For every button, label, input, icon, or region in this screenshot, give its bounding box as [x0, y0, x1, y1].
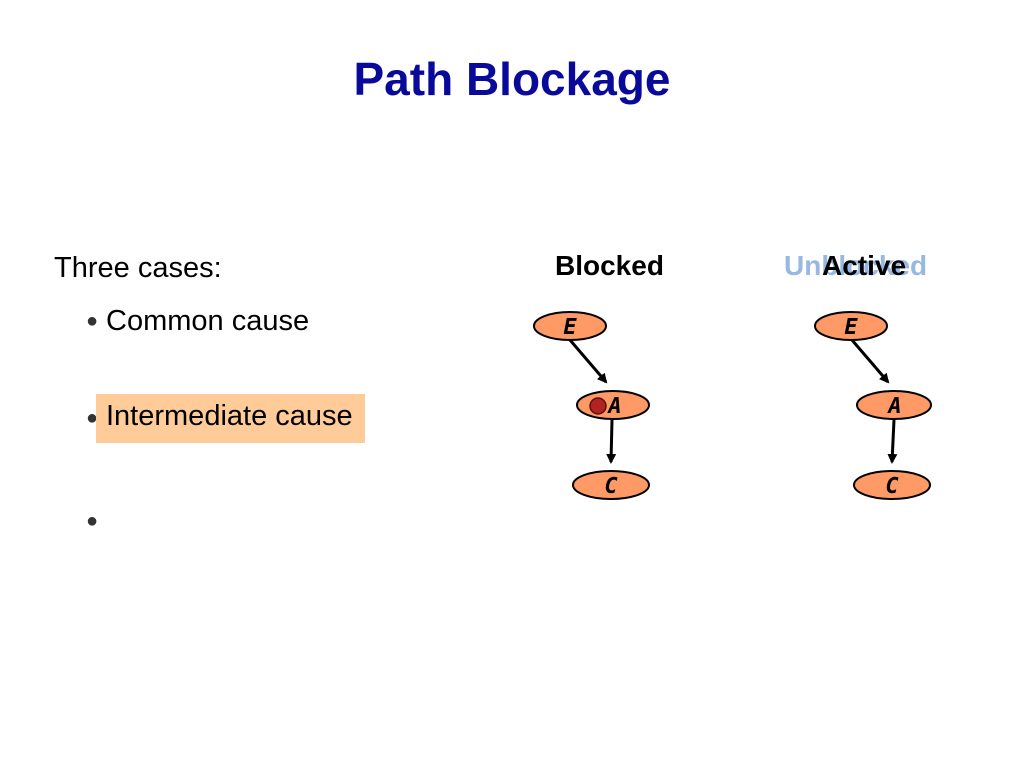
node-a-label: A [886, 394, 901, 419]
node-e-label: E [563, 315, 577, 340]
bullet-icon: ● [86, 407, 99, 429]
blocked-diagram: E A C [533, 311, 650, 500]
edge-e-to-a [568, 339, 608, 384]
node-e-label: E [844, 315, 858, 340]
node-c-label: C [885, 474, 899, 499]
bullet-item-intermediate-cause: ● Intermediate cause [86, 393, 365, 443]
active-heading: Active [822, 250, 907, 281]
bullet-item-common-cause: ● Common cause [86, 296, 309, 346]
slide-title: Path Blockage [353, 53, 671, 105]
blocked-heading: Blocked [555, 250, 664, 281]
node-c [572, 470, 650, 500]
node-e [533, 311, 607, 341]
edge-a-to-c [887, 419, 898, 464]
edge-a-to-c [606, 419, 617, 464]
bullet-icon: ● [86, 310, 99, 332]
edge-e-to-a [850, 339, 890, 384]
node-e [814, 311, 888, 341]
bullet-label: Common cause [106, 304, 310, 337]
intro-text: Three cases: [54, 252, 222, 284]
bullet-item-empty: ● [86, 496, 106, 546]
node-c [853, 470, 931, 500]
unblocked-heading: Unblocked [784, 250, 928, 281]
observed-marker-icon [589, 397, 607, 415]
highlighted-bullet-label: Intermediate cause [96, 393, 365, 443]
node-a [856, 390, 932, 420]
active-diagram: E A C [814, 311, 932, 500]
node-a-label: A [606, 394, 621, 419]
node-c-label: C [604, 474, 618, 499]
bullet-icon: ● [86, 510, 99, 532]
